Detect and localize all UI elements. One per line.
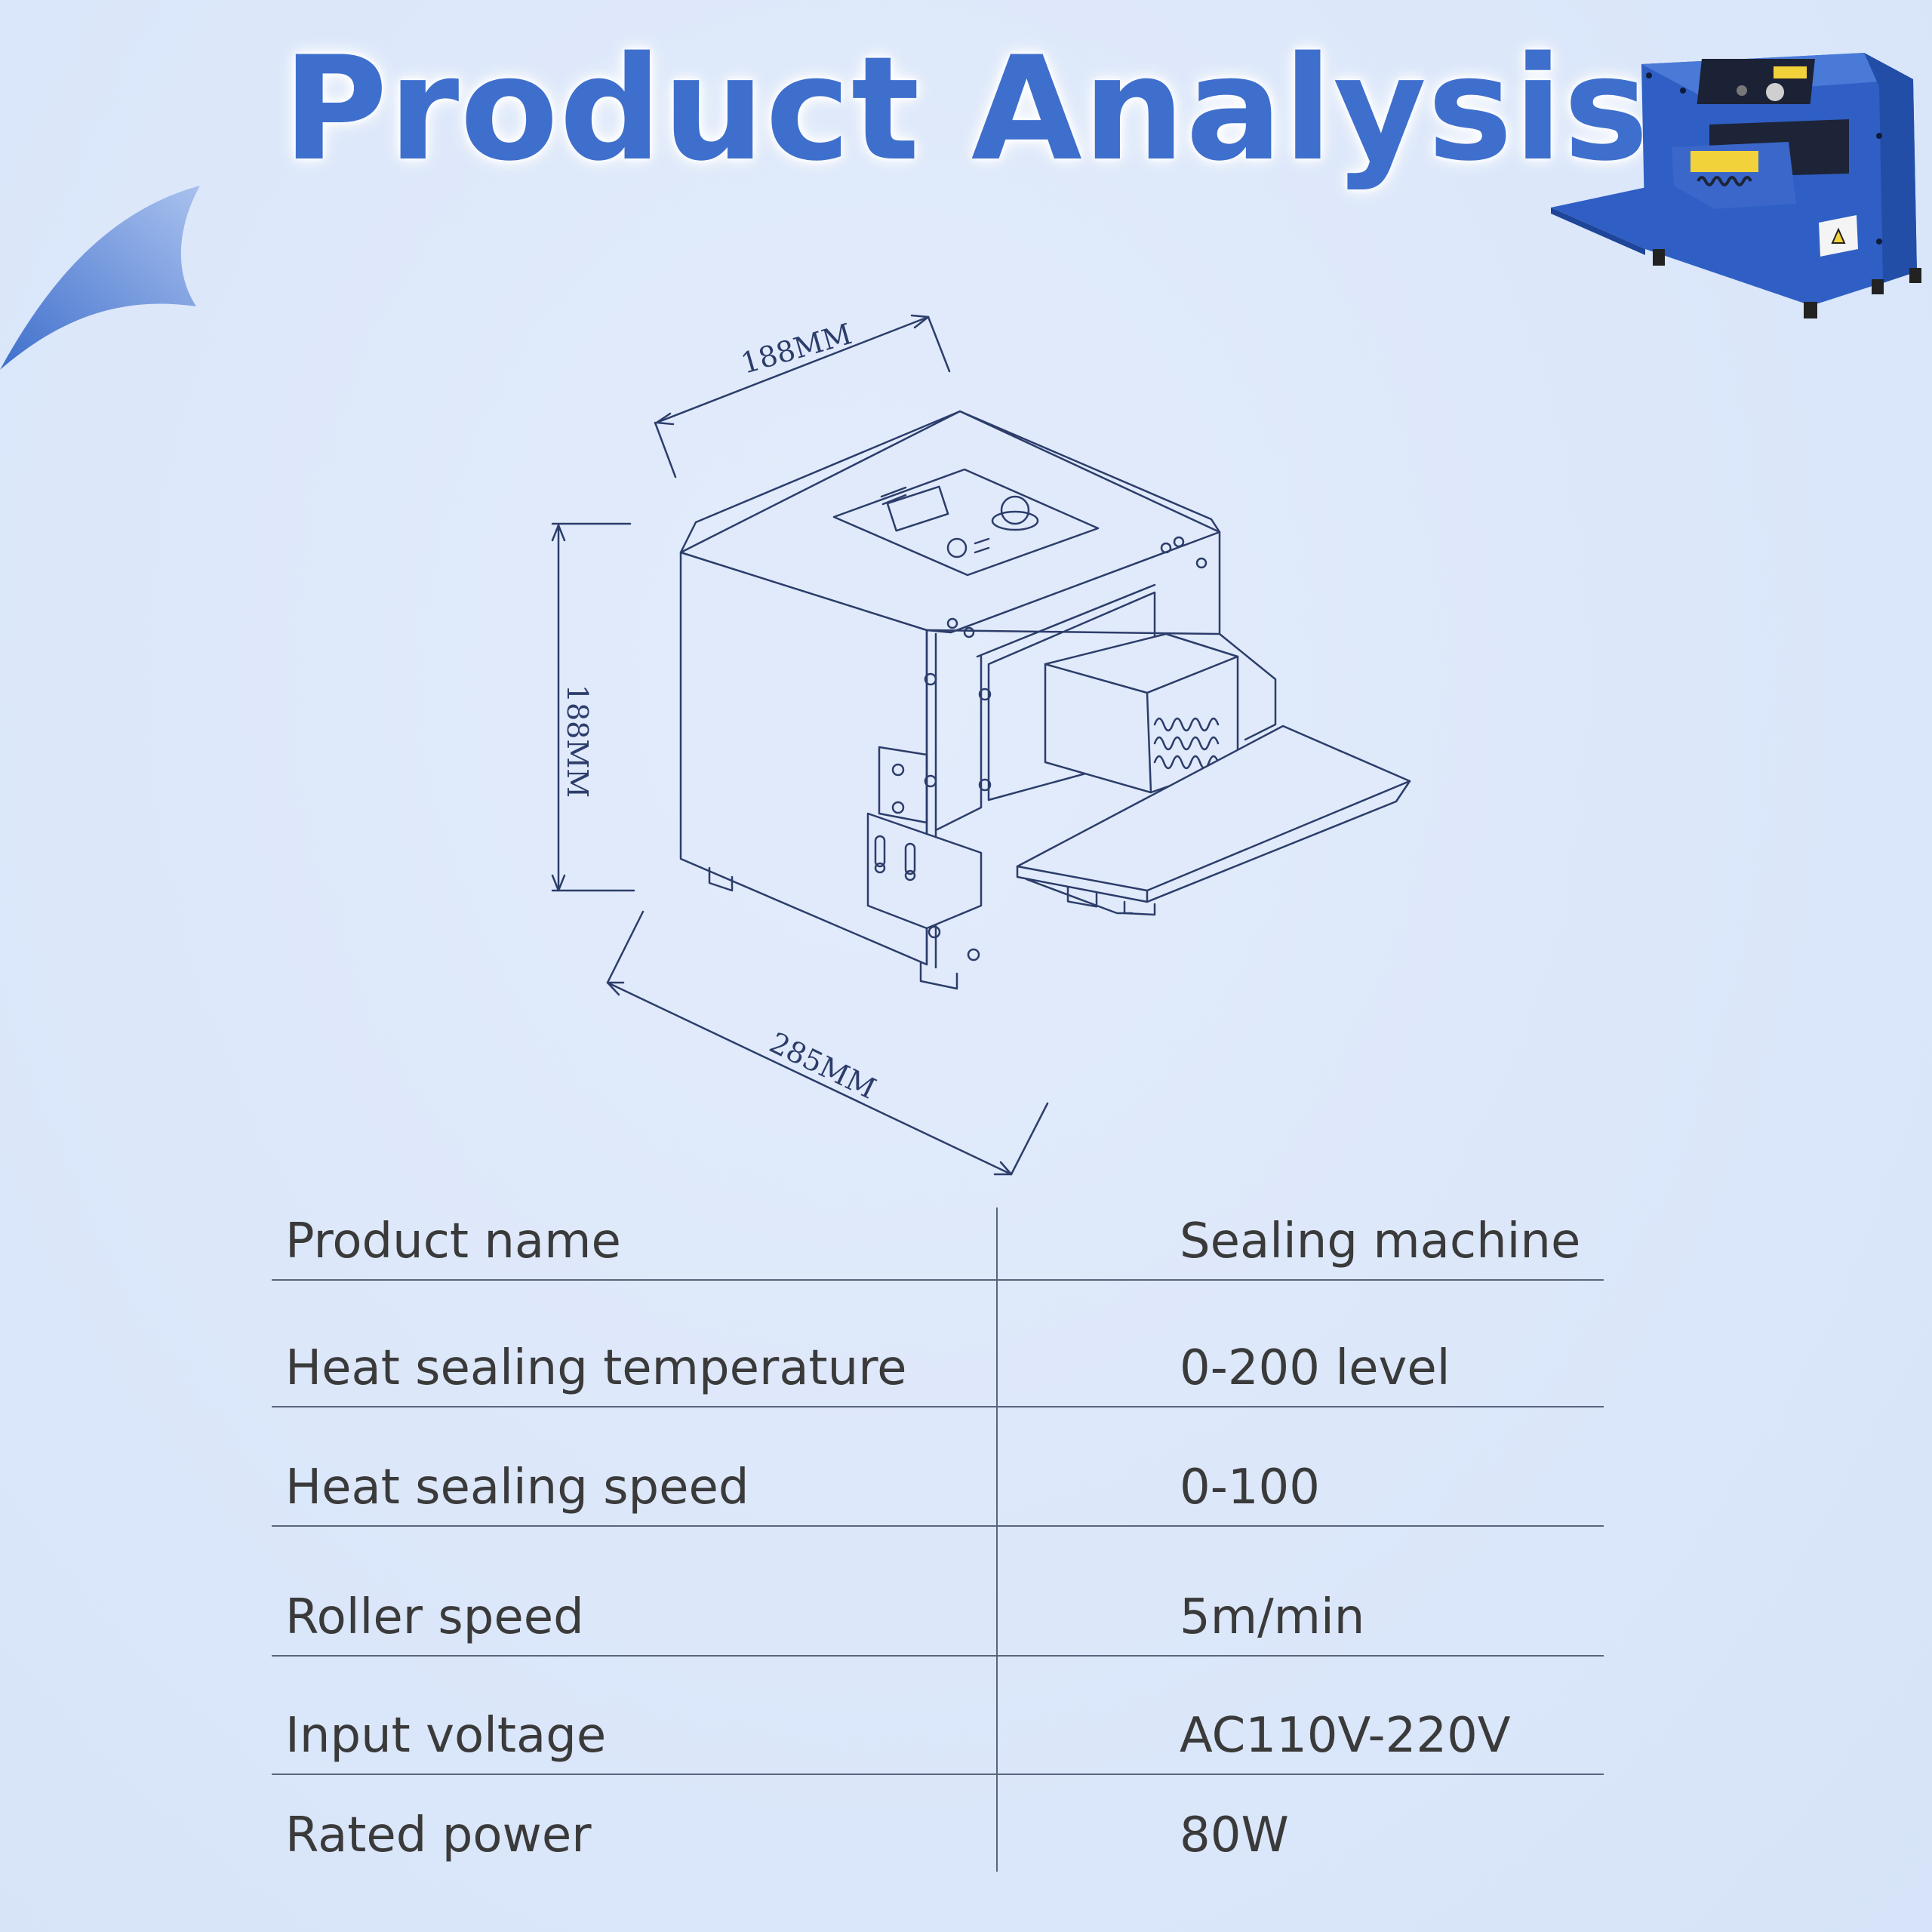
spec-value: 0-200 level: [1180, 1340, 1451, 1396]
spec-value: 5m/min: [1180, 1589, 1365, 1645]
spec-label: Input voltage: [285, 1708, 607, 1764]
column-divider: [996, 1208, 998, 1872]
spec-label: Rated power: [285, 1807, 592, 1863]
spec-label: Heat sealing speed: [285, 1460, 749, 1515]
spec-label: Roller speed: [285, 1589, 584, 1645]
spec-row: Rated power 80W: [272, 1775, 1604, 1873]
dimension-line-side: [551, 522, 635, 892]
spec-value: 0-100: [1180, 1460, 1320, 1515]
page-title: Product Analysis: [282, 26, 1650, 192]
spec-row: Heat sealing temperature 0-200 level: [272, 1281, 1604, 1407]
spec-table: Product name Sealing machine Heat sealin…: [272, 1200, 1604, 1873]
spec-value: 80W: [1180, 1807, 1289, 1863]
product-photo: [1551, 53, 1921, 318]
spec-label: Heat sealing temperature: [285, 1340, 907, 1396]
spec-value: Sealing machine: [1180, 1214, 1581, 1269]
spec-row: Roller speed 5m/min: [272, 1527, 1604, 1657]
technical-drawing: [551, 314, 1411, 1176]
spec-row: Product name Sealing machine: [272, 1200, 1604, 1281]
spec-value: AC110V-220V: [1180, 1708, 1511, 1764]
dimension-line-top: [654, 314, 951, 478]
corner-swoosh-decoration: [0, 186, 200, 370]
dimension-label-side: 188MM: [561, 684, 595, 798]
spec-row: Heat sealing speed 0-100: [272, 1407, 1604, 1527]
spec-label: Product name: [285, 1214, 621, 1269]
spec-row: Input voltage AC110V-220V: [272, 1657, 1604, 1775]
dimension-line-bottom: [606, 910, 1049, 1176]
